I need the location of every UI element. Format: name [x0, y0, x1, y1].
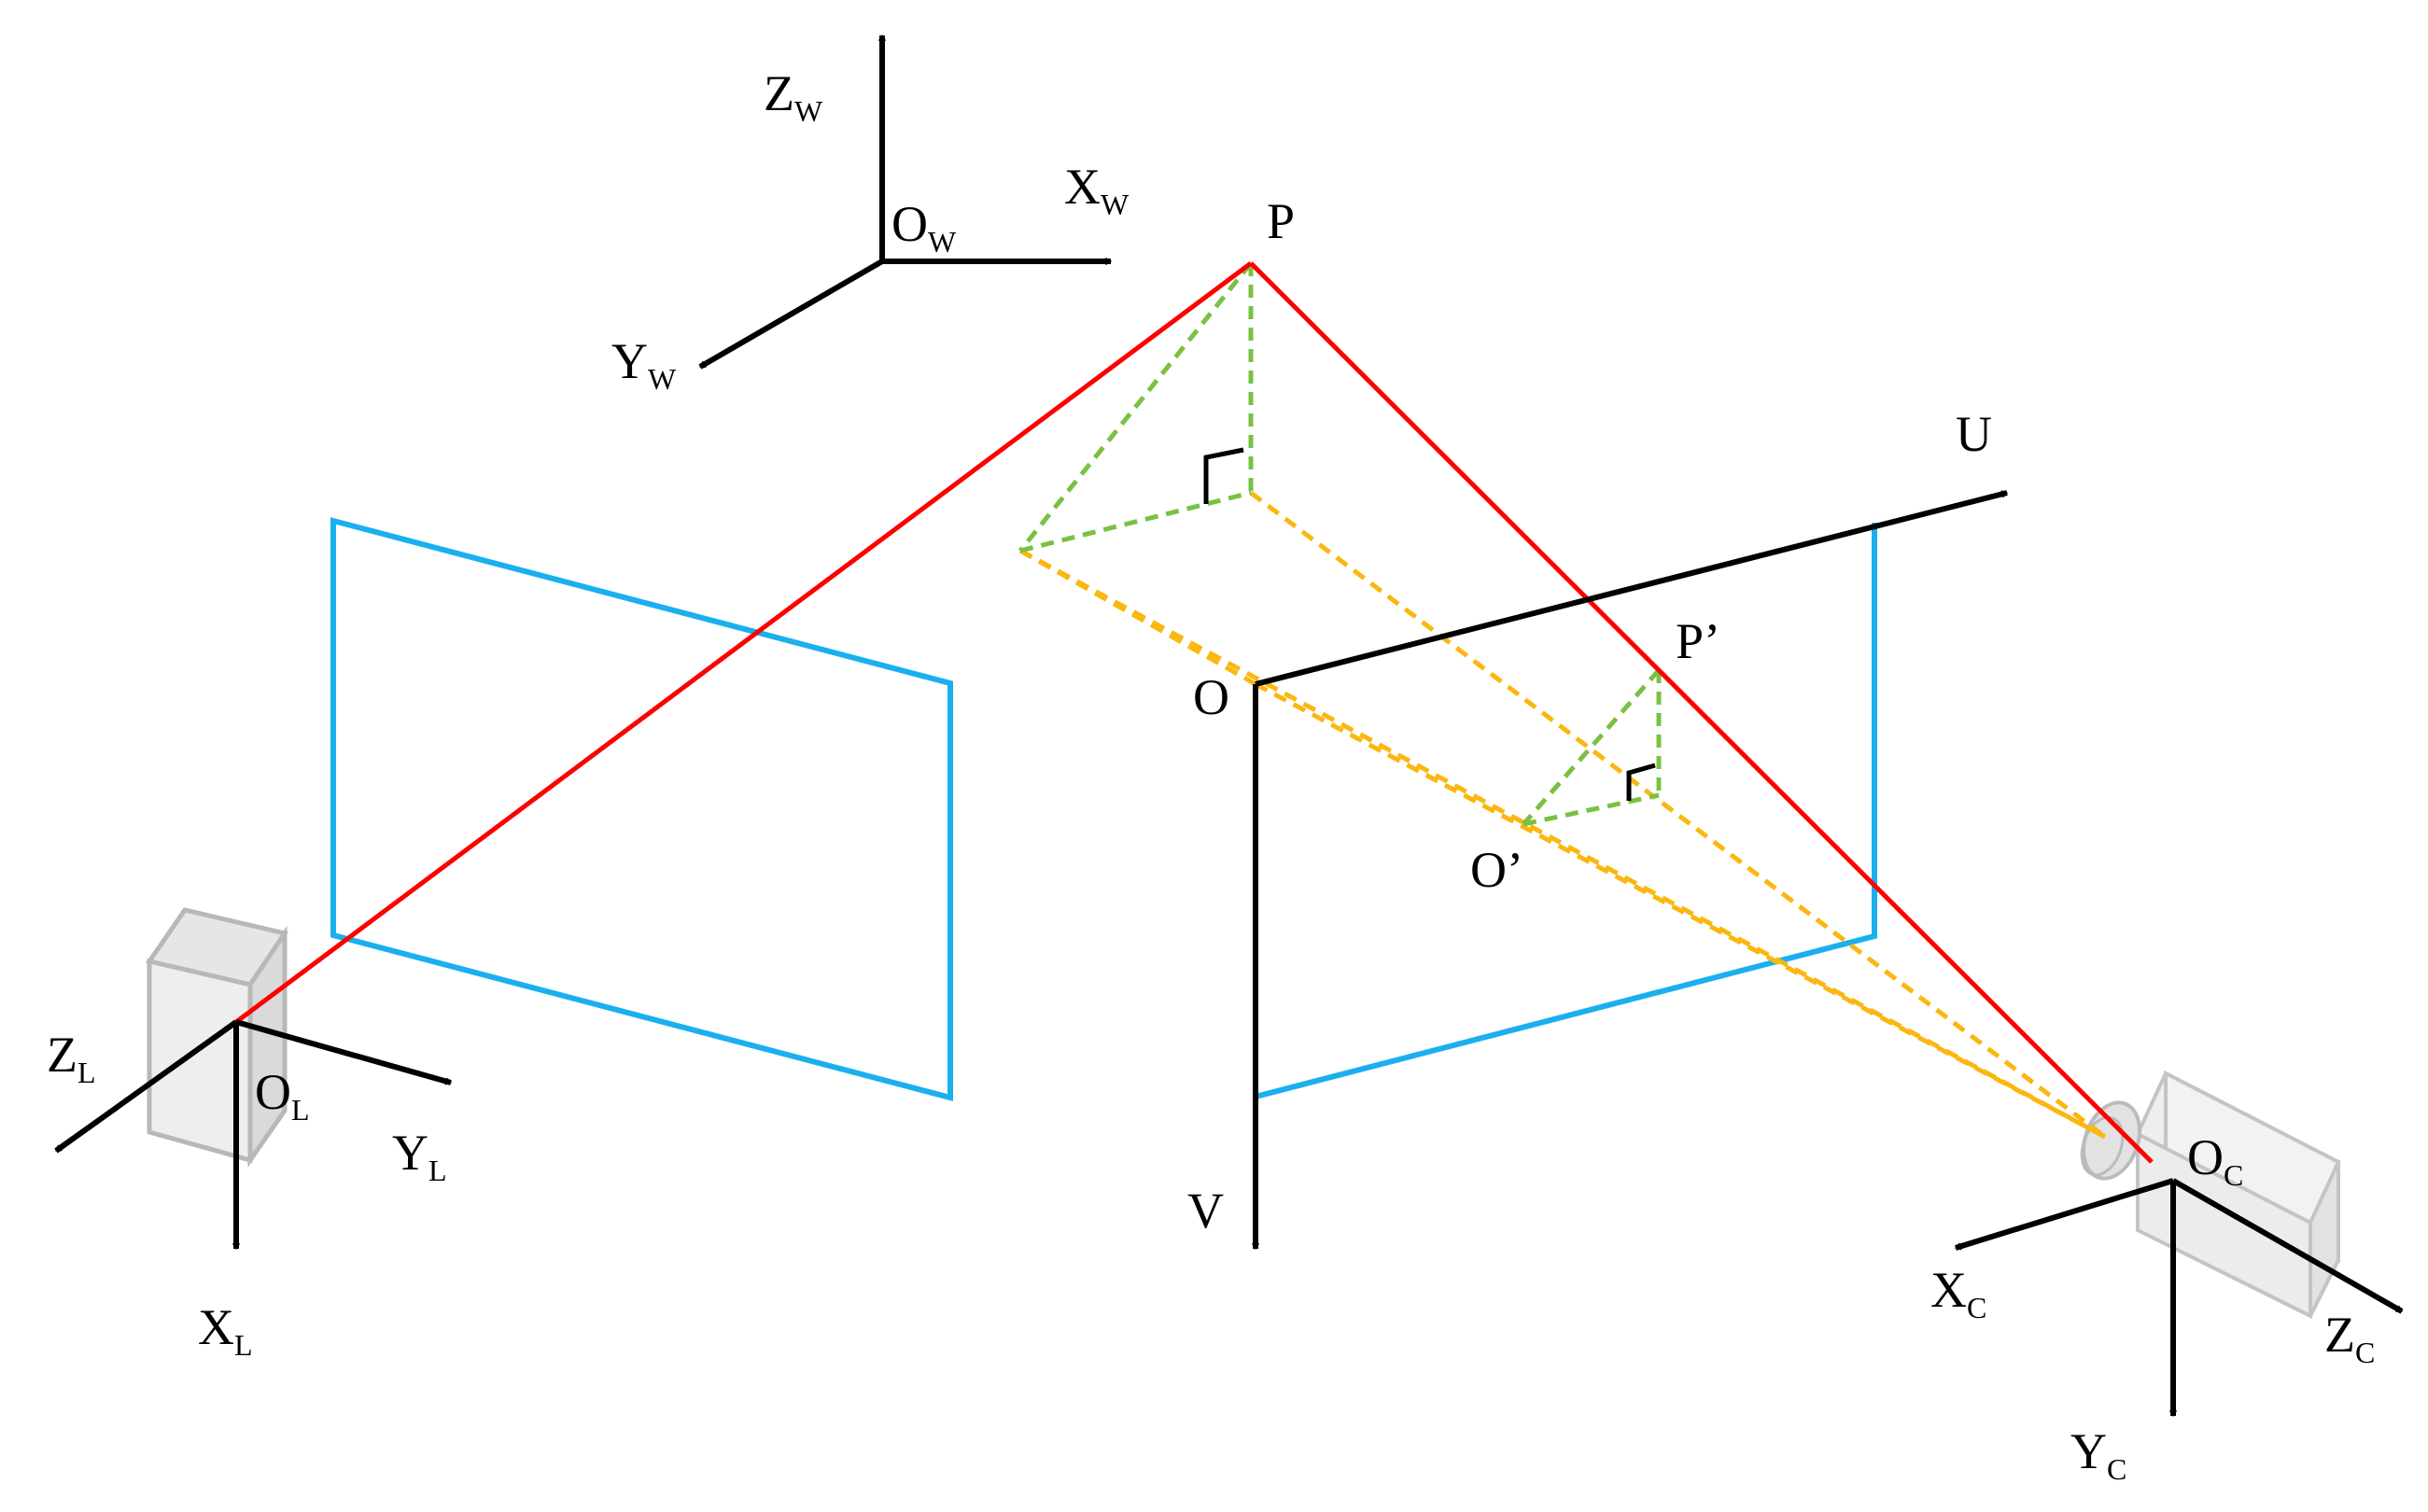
label-image-origin-prime: O’	[1470, 842, 1523, 898]
label-point-p-prime: P’	[1676, 613, 1720, 669]
label-axis-v: V	[1187, 1183, 1224, 1239]
lidar-image-plane	[330, 517, 953, 1101]
camera-device	[2080, 1070, 2341, 1320]
label-axis-u: U	[1956, 406, 1992, 462]
world-axes	[698, 35, 1111, 370]
label-world-origin: OW	[891, 196, 957, 259]
label-camera-y: YC	[2070, 1423, 2126, 1486]
label-image-origin: O	[1193, 669, 1229, 725]
image-axes	[1256, 490, 2007, 1249]
right-angle-mark-small	[1626, 763, 1656, 801]
camera-image-plane	[1255, 523, 1877, 1099]
label-world-x: XW	[1064, 159, 1130, 221]
right-angle-mark	[1203, 447, 1244, 504]
label-world-y: YW	[611, 333, 677, 396]
label-lidar-y: YL	[392, 1125, 447, 1187]
perpendicular-lines	[1018, 261, 1662, 827]
label-lidar-x: XL	[198, 1299, 253, 1362]
projection-rays	[234, 260, 2154, 1164]
label-lidar-origin: OL	[255, 1064, 310, 1127]
label-camera-x: XC	[1930, 1262, 1986, 1324]
label-camera-origin: OC	[2187, 1129, 2243, 1192]
camera-axes	[1956, 1178, 2404, 1416]
label-camera-z: ZC	[2324, 1307, 2375, 1369]
label-lidar-z: ZL	[47, 1027, 96, 1089]
label-point-p: P	[1267, 193, 1295, 249]
lidar-axes	[54, 1019, 451, 1249]
projection-dashes	[1018, 491, 2107, 1140]
label-world-z: ZW	[764, 65, 823, 128]
